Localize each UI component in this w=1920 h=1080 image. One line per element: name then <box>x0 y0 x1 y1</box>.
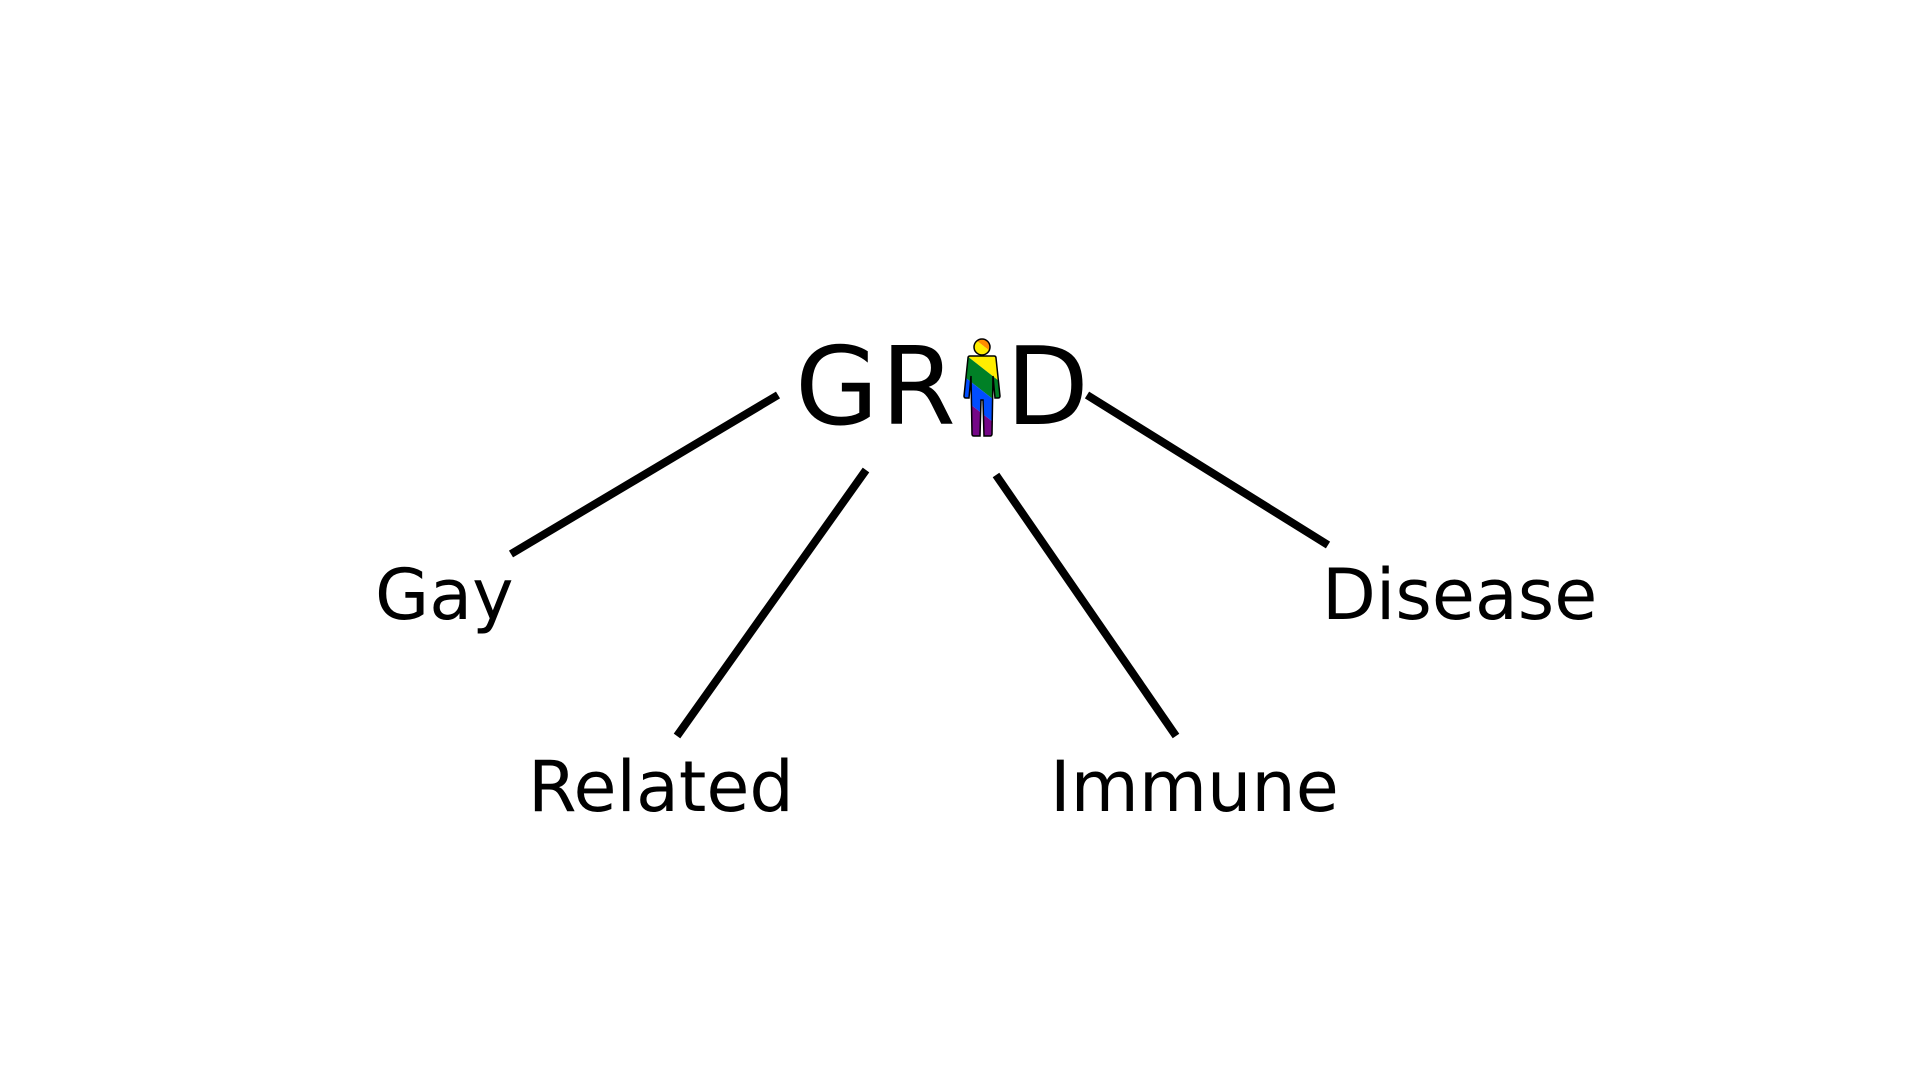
title-prefix: GR <box>795 325 958 450</box>
title-suffix: D <box>1005 325 1091 450</box>
connector-immune <box>992 472 1180 739</box>
connector-related <box>673 467 870 739</box>
word-related: Related <box>528 746 794 828</box>
word-disease: Disease <box>1322 554 1598 636</box>
person-rainbow-icon <box>962 338 1001 437</box>
connector-gay <box>508 391 781 558</box>
grid-acronym-title: GR D <box>795 332 1091 442</box>
word-immune: Immune <box>1050 746 1339 828</box>
word-gay: Gay <box>375 554 514 636</box>
connector-disease <box>1084 391 1331 549</box>
